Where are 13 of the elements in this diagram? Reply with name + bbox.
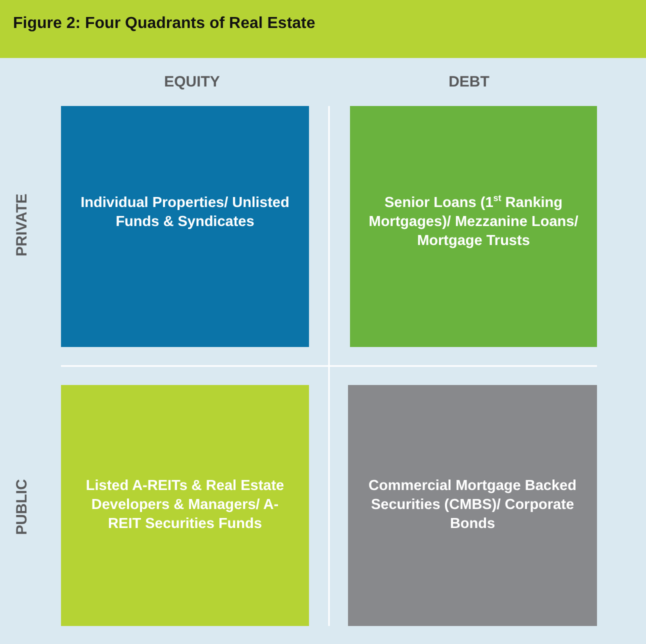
figure-title: Figure 2: Four Quadrants of Real Estate [13,15,316,33]
row-header: PRIVATE [14,194,30,256]
quadrant-box [61,385,309,626]
column-header: EQUITY [164,74,220,90]
quadrant-box [350,106,597,347]
row-header: PUBLIC [14,479,30,535]
quadrant-text: Listed A-REITs & Real Estate Developers & Managers/ A-REIT Securities Funds [84,477,286,534]
quadrant-text: Senior Loans (1$^{st}$ Ranking Mortgages)/ Mezzanine Loans/ Mortgage Trusts [368,194,580,251]
column-header: DEBT [448,74,490,90]
quadrant-text: Commercial Mortgage Backed Securities (CMBS)/ Corporate Bonds [368,477,578,534]
quadrant-box [61,106,309,347]
quadrant-text: Individual Properties/ Unlisted Funds & Syndicates [80,194,290,232]
quadrant-box [348,385,597,626]
